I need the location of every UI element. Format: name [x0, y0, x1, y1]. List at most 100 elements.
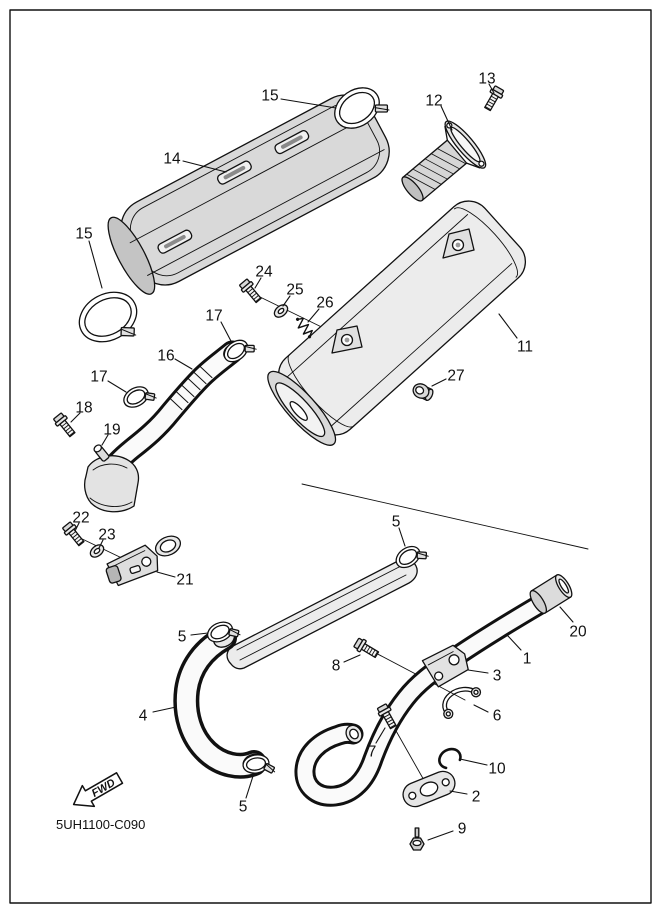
fwd-label: FWD	[90, 777, 118, 800]
leader-line-16	[174, 358, 193, 370]
leader-line-6	[473, 704, 489, 713]
page-border-frame	[9, 9, 652, 904]
washer-part-23	[87, 541, 107, 561]
leader-line-13	[488, 83, 495, 94]
callout-10: 10	[488, 761, 506, 778]
callout-9: 9	[458, 821, 467, 838]
clamp-part-17-lower	[119, 379, 158, 415]
callout-5: 5	[392, 514, 401, 531]
leader-line-7	[375, 727, 386, 744]
clamp-ring-part-15-upper	[334, 87, 390, 129]
shield-vent-slot	[216, 160, 252, 185]
flange-part-2	[402, 770, 456, 808]
leader-line-5	[190, 632, 209, 636]
leader-line-4	[152, 706, 177, 713]
leader-line-8	[343, 654, 361, 663]
leader-line-15	[280, 98, 337, 109]
nut-part-9	[409, 827, 425, 851]
leader-line-21	[156, 571, 176, 578]
callout-22: 22	[72, 510, 89, 527]
muffler-bracket-front	[331, 325, 363, 354]
callout-15: 15	[261, 88, 278, 105]
muffler-bracket-rear	[442, 228, 475, 259]
muffler-part-11	[267, 200, 527, 446]
leader-line-10	[459, 758, 488, 766]
leader-line-22	[74, 522, 80, 532]
leader-line-24	[254, 277, 262, 289]
heat-shield-part-14	[107, 94, 390, 295]
callout-13: 13	[478, 71, 495, 88]
leader-line-3	[467, 669, 489, 674]
callout-8: 8	[332, 658, 341, 675]
callout-4: 4	[139, 708, 148, 725]
bolt-part-24	[237, 277, 265, 306]
screw-part-13	[481, 84, 506, 113]
clamp-ring-part-15-lower	[78, 291, 138, 343]
callout-26: 26	[316, 295, 333, 312]
callout-7: 7	[368, 744, 377, 761]
leader-line-5	[245, 772, 255, 799]
flex-joint-ribs	[169, 365, 213, 411]
tail-pipe-part-1	[294, 591, 555, 807]
callout-2: 2	[472, 789, 481, 806]
callout-24: 24	[255, 264, 273, 281]
spark-arrestor-part-12	[401, 120, 487, 202]
callout-19: 19	[103, 422, 120, 439]
pin-part-19	[93, 444, 110, 462]
shield-vent-slot	[157, 229, 193, 254]
callout-25: 25	[286, 282, 303, 299]
leader-line-15	[88, 240, 103, 289]
leader-line-18	[70, 412, 81, 423]
callout-17: 17	[90, 369, 107, 386]
axis-line-bolt7-to-flange	[390, 721, 426, 783]
clamp-bracket-part-6	[442, 686, 482, 720]
coupling-part-20	[529, 574, 573, 614]
callout-21: 21	[176, 572, 193, 589]
callout-23: 23	[98, 527, 115, 544]
socket-bolt-part-27	[412, 383, 434, 402]
callout-12: 12	[425, 93, 442, 110]
callout-14: 14	[163, 151, 181, 168]
bracket-part-21	[105, 544, 159, 587]
leader-line-14	[182, 160, 227, 173]
callout-18: 18	[75, 400, 92, 417]
callout-5: 5	[178, 629, 187, 646]
axis-line-muffler-to-pipe1	[301, 483, 589, 550]
pipe-heat-shield-strip	[226, 558, 418, 670]
leader-line-27	[431, 378, 447, 387]
bracket-part-3	[421, 644, 469, 688]
callout-16: 16	[157, 348, 174, 365]
leader-line-5	[398, 527, 406, 547]
fwd-arrow: FWD	[72, 772, 124, 808]
screw-part-18	[51, 411, 79, 440]
leader-line-19	[101, 434, 109, 446]
callout-17: 17	[205, 308, 222, 325]
leader-line-2	[449, 790, 468, 795]
leader-line-26	[307, 308, 320, 323]
leader-line-23	[98, 539, 104, 549]
leader-line-1	[507, 635, 522, 651]
callout-3: 3	[493, 668, 502, 685]
gasket-part-10	[438, 747, 462, 770]
exhaust-pipe-part-16	[84, 340, 244, 513]
leader-line-12	[440, 105, 453, 131]
callout-20: 20	[569, 624, 587, 641]
callout-11: 11	[517, 339, 533, 356]
pipe-16-joint-ring	[154, 535, 182, 557]
leader-line-17	[107, 380, 127, 393]
pipe-16-end-shield	[84, 455, 140, 513]
leader-line-20	[559, 606, 574, 623]
leader-line-25	[282, 295, 291, 307]
leader-line-11	[498, 313, 518, 339]
callout-1: 1	[523, 651, 532, 668]
callout-6: 6	[493, 708, 502, 725]
shield-vent-slot	[274, 129, 310, 155]
callout-15: 15	[75, 226, 92, 243]
callout-27: 27	[447, 368, 464, 385]
drawing-code: 5UH1100-C090	[56, 817, 145, 832]
washer-part-25	[271, 301, 291, 321]
leader-line-17	[220, 321, 233, 344]
